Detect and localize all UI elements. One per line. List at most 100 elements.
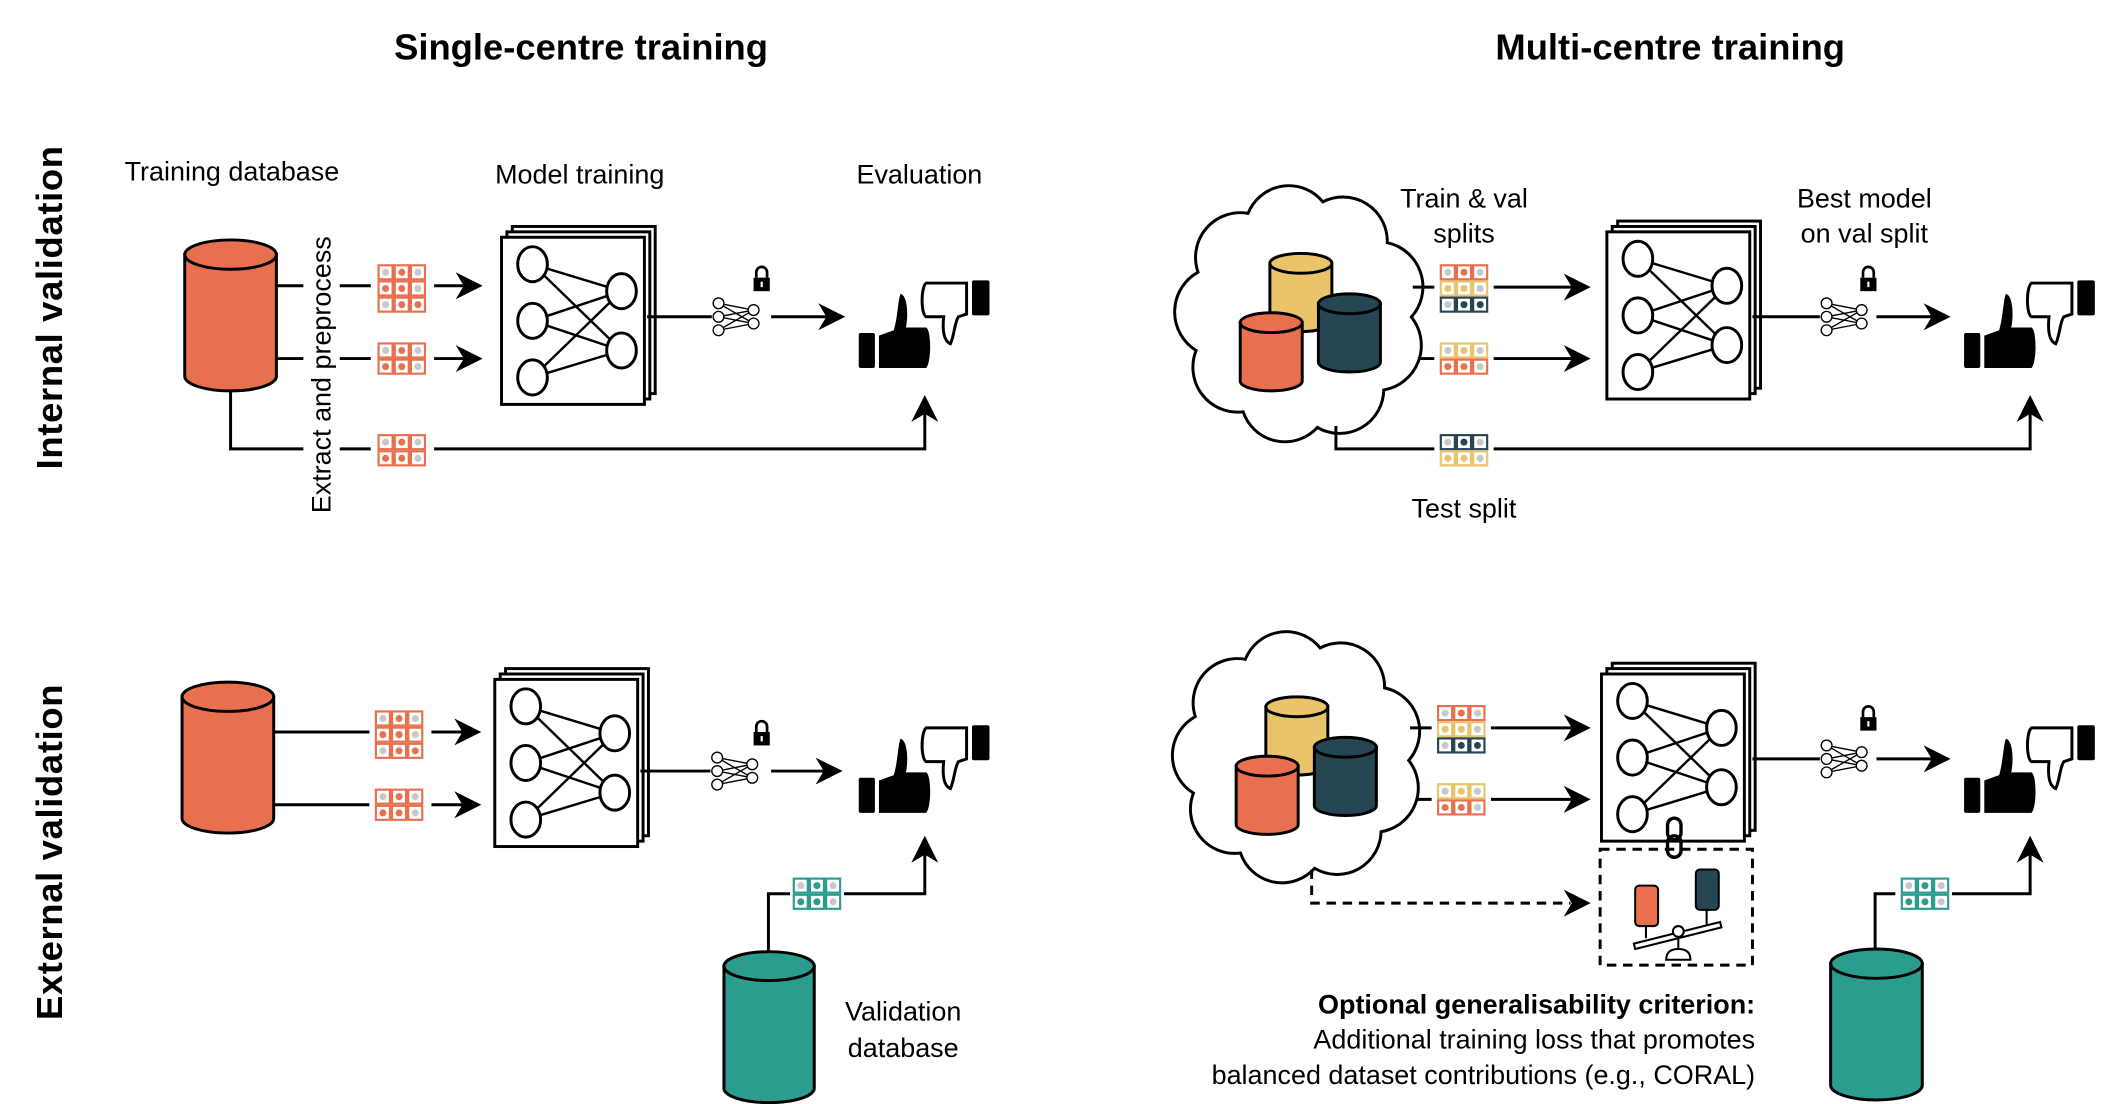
network-node (509, 687, 543, 726)
grid-dot (1937, 882, 1945, 890)
cylinder-body (180, 695, 276, 835)
cylinder-body (1238, 321, 1304, 393)
optional-criterion-line1: Additional training loss that promotes (1313, 1025, 1755, 1055)
connector-line (1334, 425, 1435, 451)
grid-dot (1460, 363, 1468, 371)
cylinder-body (1234, 764, 1300, 836)
grid-dot (1476, 346, 1484, 354)
grid-dot (1473, 787, 1481, 795)
grid-dot (414, 438, 422, 446)
connector-line (229, 377, 304, 451)
connector-line (434, 413, 927, 451)
grid-dot (1441, 725, 1449, 733)
thumbs-down-cuff (971, 280, 990, 316)
grid-dot (1473, 741, 1481, 749)
grid-dot (398, 363, 406, 371)
network-edge (1631, 727, 1723, 816)
validation-database-cylinder (722, 950, 816, 1104)
grid-dot (382, 363, 390, 371)
label-extract-preprocess: Extract and preprocess (306, 236, 336, 513)
grid-dot (797, 882, 805, 890)
lock-icon (1860, 705, 1877, 731)
node (1855, 317, 1868, 330)
grid-dot (1460, 268, 1468, 276)
arrow-head-shape (911, 835, 939, 863)
balance-scale-icon (1632, 868, 1723, 961)
cylinder-body (1316, 302, 1382, 374)
grid-dot (379, 809, 387, 817)
network-node (1710, 266, 1744, 305)
grid-dot (1441, 709, 1449, 717)
arrow-head (1563, 785, 1591, 813)
cylinder-top (183, 238, 278, 271)
arrow-head (911, 835, 939, 863)
network-edge (1637, 257, 1728, 346)
training-database-cylinder (180, 680, 276, 835)
grid-dot (382, 301, 390, 309)
grid-dot (829, 882, 837, 890)
database-cylinder-orange (1234, 754, 1300, 836)
node (1820, 310, 1833, 323)
grid-dot (395, 747, 403, 755)
thumbs-up-down-icon (858, 725, 990, 813)
thumbs-down-cuff (2077, 280, 2095, 316)
node (712, 310, 725, 323)
network-edge (524, 705, 616, 794)
node (1820, 739, 1833, 752)
database-cylinder-dark (1316, 292, 1382, 374)
network-node (1621, 239, 1655, 278)
data-grid-icon (1439, 264, 1489, 313)
cylinder-top (180, 680, 276, 713)
arrow-head (1563, 714, 1591, 742)
grid-dot (398, 454, 406, 462)
grid-dot (1457, 709, 1465, 717)
neural-network-icon (1820, 297, 1868, 337)
grid-dot (379, 731, 387, 739)
grid-dot (411, 747, 419, 755)
grid-dot (411, 793, 419, 801)
label-training-database: Training database (125, 157, 340, 187)
node (712, 324, 725, 337)
connector-line (843, 854, 927, 896)
node (711, 778, 724, 791)
grid-dot (382, 268, 390, 276)
arrow-head (818, 303, 846, 331)
network-node (598, 773, 632, 812)
grid-dot (1457, 787, 1465, 795)
grid-dot (1444, 346, 1452, 354)
row-label-internal: Internal validation (29, 145, 70, 469)
network-node (509, 743, 543, 782)
arrow-head-shape (1563, 345, 1591, 373)
grid-dot (1473, 725, 1481, 733)
cylinder-top (1316, 292, 1382, 316)
arrow-head-shape (815, 757, 843, 785)
grid-dot (1460, 301, 1468, 309)
arrow-head-shape (455, 272, 483, 300)
grid-dot (382, 346, 390, 354)
thumbs-up-down-icon (1964, 725, 2095, 813)
scale-cylinder-dark (1694, 868, 1720, 911)
grid-dot (379, 714, 387, 722)
arrow-head (1923, 303, 1951, 331)
neural-network-icon (1820, 739, 1868, 779)
arrow-head (454, 718, 482, 746)
grid-dot (1921, 882, 1929, 890)
cylinder-body (183, 253, 278, 393)
thumbs-up-cuff (858, 777, 875, 813)
network-node (605, 331, 638, 370)
model-stack-icon (1605, 219, 1763, 401)
network-node (516, 358, 549, 397)
data-grid-icon (1439, 434, 1489, 467)
grid-dot (398, 346, 406, 354)
thumbs-up-down-icon (1964, 280, 2095, 368)
grid-dot (1460, 346, 1468, 354)
thumbs-down-hand (2025, 281, 2074, 346)
grid-dot (398, 284, 406, 292)
thumbs-up-hand (878, 293, 931, 368)
cylinder-body (1829, 962, 1924, 1102)
label-train-val-1: Train & val (1400, 184, 1528, 214)
cylinder-body (722, 964, 816, 1104)
label-validation-db-1: Validation (845, 996, 961, 1026)
grid-dot (379, 747, 387, 755)
edge (716, 763, 753, 786)
